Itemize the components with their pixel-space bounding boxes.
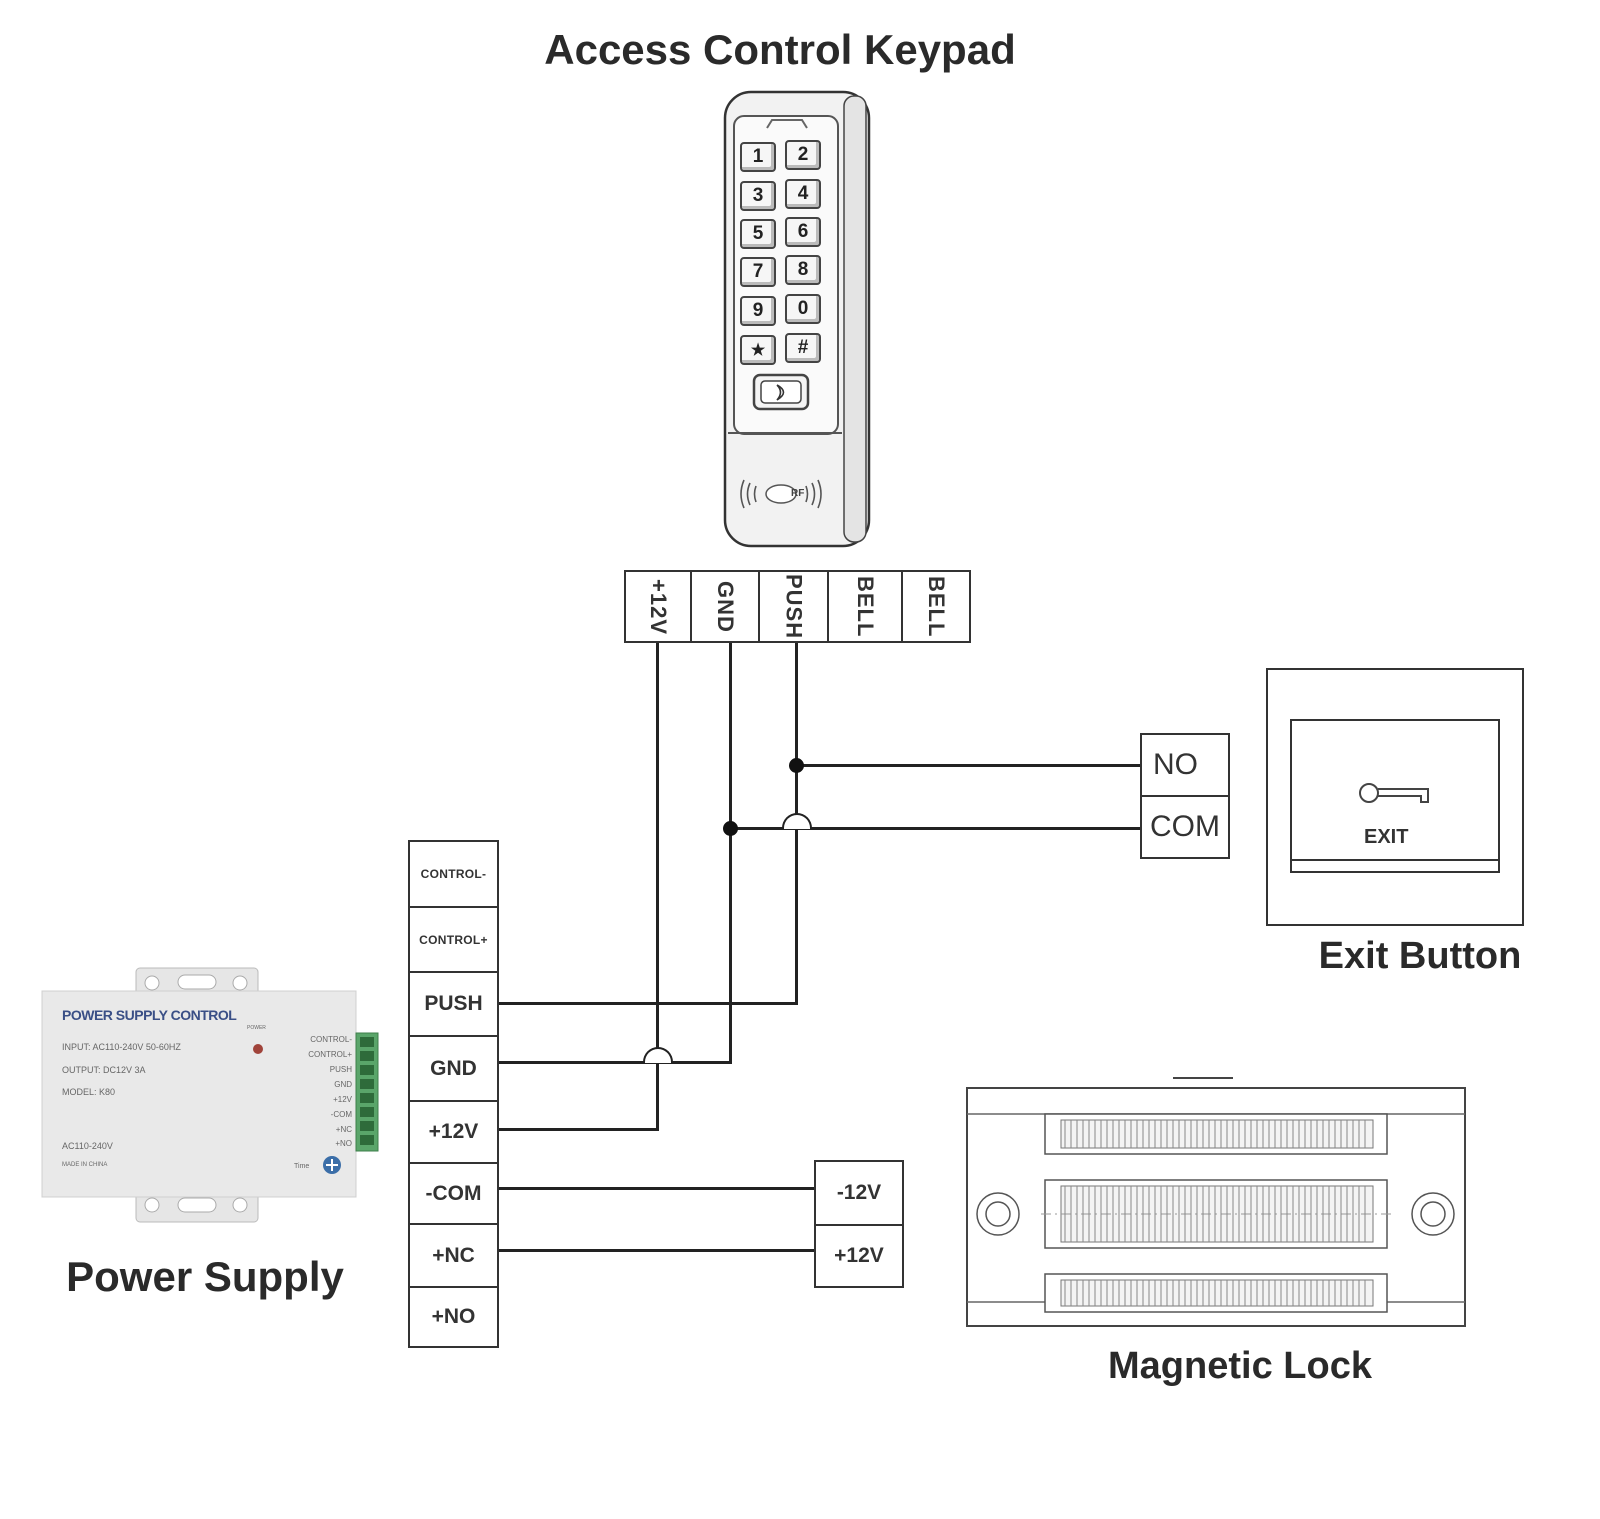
keypad-terminal-bell-2: BELL — [901, 570, 971, 643]
power-supply-box-icon — [41, 967, 379, 1223]
ps-power-led-label: POWER — [247, 1025, 266, 1031]
junction-dot-gnd — [723, 821, 738, 836]
magnetic-lock-device — [965, 1075, 1467, 1330]
ps-ac-label: AC110-240V — [62, 1141, 113, 1151]
ps-terminal-no: +NO — [408, 1286, 499, 1348]
wire-crossover-hop-gnd — [643, 1047, 673, 1063]
ps-terminal-push: PUSH — [408, 971, 499, 1037]
exit-button-title: Exit Button — [1318, 935, 1522, 977]
wire-gnd-vertical — [729, 643, 732, 1064]
exit-label: EXIT — [1364, 826, 1409, 848]
exit-button-device: EXIT — [1266, 668, 1524, 926]
magnetic-lock-title: Magnetic Lock — [1108, 1345, 1372, 1387]
wire-12v-horizontal — [499, 1128, 659, 1131]
ps-device-terminal-8: +NO — [335, 1139, 352, 1148]
key-0: 0 — [785, 294, 821, 324]
key-star: ★ — [740, 335, 776, 365]
key-6: 6 — [785, 217, 821, 247]
lock-terminal-plus-12v: +12V — [814, 1224, 904, 1288]
junction-dot-push — [789, 758, 804, 773]
wire-crossover-hop-com — [782, 813, 812, 829]
ps-device-terminal-6: -COM — [330, 1110, 352, 1119]
ps-terminal-control-minus: CONTROL- — [408, 840, 499, 908]
ps-terminal-gnd: GND — [408, 1035, 499, 1102]
ps-device-terminal-2: CONTROL+ — [308, 1050, 352, 1059]
key-4: 4 — [785, 179, 821, 209]
ps-made-in: MADE IN CHINA — [62, 1162, 108, 1168]
keypad-device: 1 2 3 4 5 6 7 8 9 0 ★ # RF — [722, 88, 872, 550]
ps-device-terminal-5: +12V — [333, 1095, 352, 1104]
key-5: 5 — [740, 219, 776, 249]
power-supply-device: POWER SUPPLY CONTROL INPUT: AC110-240V 5… — [40, 965, 385, 1225]
exit-terminal-no: NO — [1140, 733, 1230, 797]
exit-button-plate-icon — [1266, 668, 1524, 926]
wire-no — [797, 764, 1140, 767]
wire-gnd-horizontal — [499, 1061, 732, 1064]
key-hash: # — [785, 333, 821, 363]
ps-model-text: MODEL: K80 — [62, 1087, 116, 1097]
keypad-terminal-bell-1: BELL — [827, 570, 903, 643]
wire-lock-minus — [499, 1187, 814, 1190]
ps-device-terminal-1: CONTROL- — [310, 1035, 352, 1044]
ps-terminal-12v: +12V — [408, 1100, 499, 1164]
key-9: 9 — [740, 296, 776, 326]
wire-push-horizontal — [499, 1002, 798, 1005]
ps-device-title: POWER SUPPLY CONTROL — [62, 1007, 237, 1023]
ps-time-label: Time — [294, 1163, 310, 1170]
ps-device-terminal-3: PUSH — [329, 1065, 352, 1074]
ps-output-text: OUTPUT: DC12V 3A — [62, 1065, 146, 1075]
power-supply-title: Power Supply — [66, 1253, 344, 1300]
exit-terminal-com: COM — [1140, 795, 1230, 859]
ps-input-text: INPUT: AC110-240V 50-60HZ — [62, 1042, 181, 1052]
key-7: 7 — [740, 257, 776, 287]
ps-terminal-control-plus: CONTROL+ — [408, 906, 499, 973]
key-8: 8 — [785, 255, 821, 285]
keypad-terminal-gnd: GND — [690, 570, 760, 643]
magnetic-lock-body-icon — [966, 1077, 1466, 1327]
keypad-terminal-12v: +12V — [624, 570, 692, 643]
key-1: 1 — [740, 142, 776, 172]
keypad-title: Access Control Keypad — [544, 26, 1016, 73]
lock-terminal-minus-12v: -12V — [814, 1160, 904, 1226]
keypad-terminal-push: PUSH — [758, 570, 829, 643]
wire-lock-plus — [499, 1249, 814, 1252]
key-3: 3 — [740, 181, 776, 211]
key-2: 2 — [785, 140, 821, 170]
wire-com — [731, 827, 1140, 830]
ps-terminal-com: -COM — [408, 1162, 499, 1225]
ps-terminal-nc: +NC — [408, 1223, 499, 1288]
rf-label: RF — [791, 488, 805, 499]
ps-device-terminal-4: GND — [334, 1080, 352, 1089]
ps-device-terminal-7: +NC — [335, 1125, 352, 1134]
wire-12v-vertical — [656, 643, 659, 1131]
